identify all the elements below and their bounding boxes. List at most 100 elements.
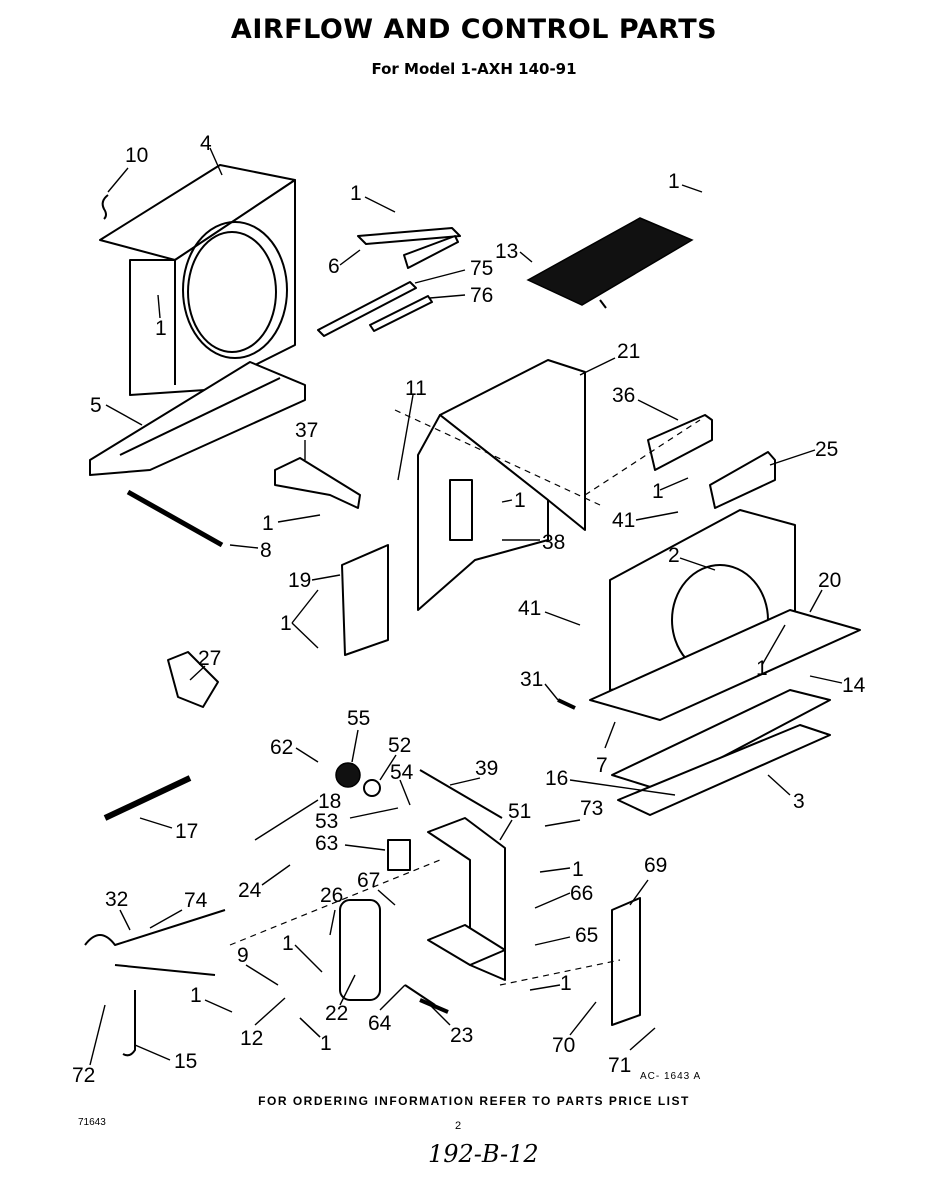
- part-10-clip: [101, 194, 109, 220]
- callout-73: 73: [580, 797, 603, 820]
- callout-53: 53: [315, 810, 338, 833]
- callout-27: 27: [198, 647, 221, 670]
- callout-17: 17: [175, 820, 198, 843]
- callout-1: 1: [262, 512, 274, 535]
- part-69-control-panel: [611, 897, 641, 1026]
- callout-8: 8: [260, 539, 272, 562]
- callout-1: 1: [280, 612, 292, 635]
- callout-74: 74: [184, 889, 208, 912]
- callout-12: 12: [240, 1027, 263, 1050]
- callout-5: 5: [90, 394, 102, 417]
- part-64-rod: [404, 984, 436, 1006]
- callout-51: 51: [508, 800, 531, 823]
- assembly-line: [499, 959, 621, 986]
- callout-70: 70: [552, 1034, 575, 1057]
- part-16-3-base: [611, 689, 831, 816]
- part-39-linkage: [419, 769, 503, 819]
- part-2-blower-housing: [589, 509, 861, 721]
- page-number: 2: [455, 1120, 462, 1132]
- callout-15: 15: [174, 1050, 197, 1073]
- callout-10: 10: [125, 144, 148, 167]
- callout-69: 69: [644, 854, 667, 877]
- part-25-switch: [709, 451, 776, 509]
- model-subtitle: For Model 1-AXH 140-91: [371, 60, 577, 78]
- callout-37: 37: [295, 419, 318, 442]
- part-37-bracket: [274, 457, 361, 509]
- callout-39: 39: [475, 757, 498, 780]
- callout-1: 1: [572, 858, 584, 881]
- callout-6: 6: [328, 255, 340, 278]
- callout-2: 2: [668, 544, 680, 567]
- page-title: AIRFLOW AND CONTROL PARTS: [230, 14, 718, 45]
- callout-67: 67: [357, 869, 380, 892]
- callout-20: 20: [818, 569, 841, 592]
- callout-26: 26: [320, 884, 343, 907]
- callout-1: 1: [155, 317, 167, 340]
- part-17-tie: [103, 775, 192, 821]
- callout-23: 23: [450, 1024, 473, 1047]
- part-5-drain-pan: [89, 361, 306, 476]
- callout-38: 38: [542, 531, 565, 554]
- callout-32: 32: [105, 888, 128, 911]
- callout-1: 1: [668, 170, 680, 193]
- part-75-76-strips: [317, 281, 433, 337]
- callout-13: 13: [495, 240, 518, 263]
- leader-lines: [89, 147, 843, 1066]
- callout-19: 19: [288, 569, 311, 592]
- part-8-rod: [126, 489, 224, 548]
- callout-3: 3: [793, 790, 805, 813]
- callout-55: 55: [347, 707, 370, 730]
- callout-41: 41: [518, 597, 541, 620]
- callout-54: 54: [390, 761, 414, 784]
- callout-21: 21: [617, 340, 640, 363]
- callout-52: 52: [388, 734, 411, 757]
- part-51-control-bracket: [427, 817, 506, 981]
- callout-64: 64: [368, 1012, 392, 1035]
- part-21-control-housing: [417, 359, 586, 611]
- callout-1: 1: [756, 657, 768, 680]
- part-31-spring: [557, 698, 576, 710]
- part-6-bracket: [357, 227, 461, 269]
- callout-24: 24: [238, 879, 262, 902]
- callout-22: 22: [325, 1002, 348, 1025]
- callout-1: 1: [652, 480, 664, 503]
- callout-31: 31: [520, 668, 543, 691]
- part-4-fan-shroud: [99, 164, 296, 396]
- callout-4: 4: [200, 132, 212, 155]
- callout-25: 25: [815, 438, 838, 461]
- assembly-line: [229, 859, 441, 946]
- callout-36: 36: [612, 384, 635, 407]
- part-27-motor-mount: [167, 651, 219, 708]
- callout-72: 72: [72, 1064, 95, 1087]
- callout-62: 62: [270, 736, 293, 759]
- callout-1: 1: [282, 932, 294, 955]
- callout-7: 7: [596, 754, 608, 777]
- drawing-number: AC- 1643 A: [640, 1071, 702, 1082]
- callout-63: 63: [315, 832, 338, 855]
- catalog-number: 71643: [78, 1117, 106, 1128]
- callout-14: 14: [842, 674, 866, 697]
- callout-1: 1: [514, 489, 526, 512]
- callout-41: 41: [612, 509, 635, 532]
- callout-9: 9: [237, 944, 249, 967]
- part-63-switch: [387, 839, 411, 871]
- part-22-capacitor: [339, 899, 381, 1001]
- part-55-knob: [335, 762, 361, 788]
- handwritten-note: 192-B-12: [428, 1140, 539, 1168]
- part-19-plate: [341, 544, 389, 656]
- part-36-panel: [647, 414, 713, 471]
- callout-16: 16: [545, 767, 568, 790]
- callout-1: 1: [320, 1032, 332, 1055]
- part-32-thermostat-bulb: [84, 909, 226, 976]
- callout-1: 1: [560, 972, 572, 995]
- callout-71: 71: [608, 1054, 631, 1077]
- callout-75: 75: [470, 257, 493, 280]
- callout-65: 65: [575, 924, 598, 947]
- assembly-line: [584, 419, 701, 496]
- part-15-ground-wire: [122, 990, 136, 1057]
- part-52-bushing: [363, 779, 381, 797]
- assembly-line: [394, 409, 601, 506]
- callout-18: 18: [318, 790, 341, 813]
